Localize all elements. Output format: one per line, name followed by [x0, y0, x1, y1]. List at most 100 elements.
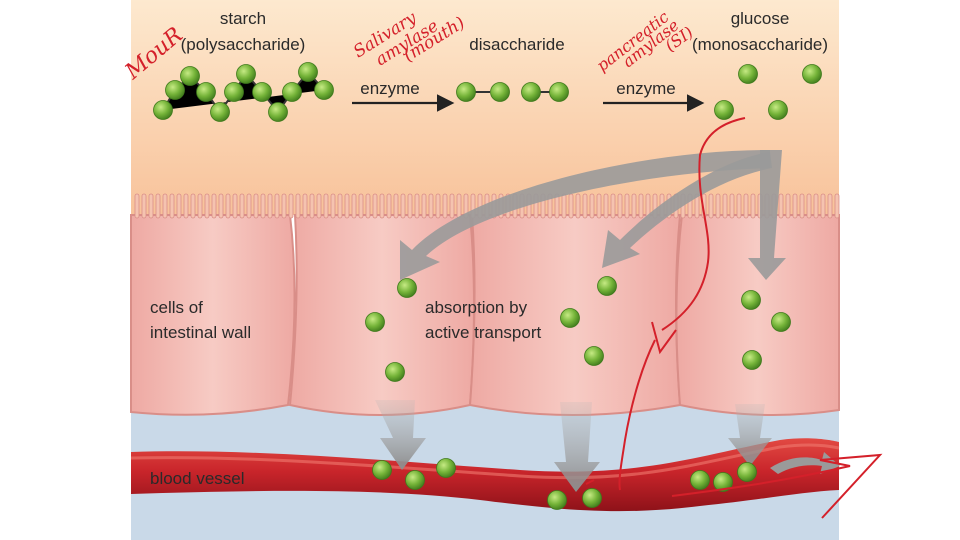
microvillus [442, 193, 448, 219]
microvillus [323, 193, 329, 219]
glucose-molecule [298, 62, 318, 82]
microvillus [456, 193, 462, 219]
microvillus [176, 193, 182, 219]
absorption-label-line2: active transport [425, 323, 541, 342]
microvillus [715, 193, 721, 219]
microvillus [820, 193, 826, 219]
microvillus [589, 193, 595, 219]
microvillus [316, 193, 322, 219]
intestinal-cell [130, 214, 296, 416]
microvillus [722, 193, 728, 219]
glucose-molecule [153, 100, 173, 120]
microvillus [211, 193, 217, 219]
microvillus [134, 193, 140, 219]
microvillus [155, 193, 161, 219]
arrow-along-vessel [770, 452, 840, 474]
microvillus [225, 193, 231, 219]
microvillus [743, 193, 749, 219]
microvillus [232, 193, 238, 219]
glucose-molecule [372, 460, 392, 480]
starch-sub-label: (polysaccharide) [181, 35, 306, 54]
glucose-molecule [597, 276, 617, 296]
glucose-molecule [436, 458, 456, 478]
arrow-cell3-to-vessel [728, 404, 772, 466]
microvillus [302, 193, 308, 219]
microvillus [638, 193, 644, 219]
glucose-molecule [738, 64, 758, 84]
glucose-molecule [771, 312, 791, 332]
red-arrowhead [651, 321, 677, 355]
glucose-molecule [252, 82, 272, 102]
microvillus [603, 193, 609, 219]
glucose-molecule [282, 82, 302, 102]
microvillus [148, 193, 154, 219]
glucose-molecule [768, 100, 788, 120]
glucose-molecule [549, 82, 569, 102]
cells-label-line1: cells of [150, 298, 203, 317]
microvillus [736, 193, 742, 219]
microvillus [624, 193, 630, 219]
microvillus [288, 193, 294, 219]
microvillus [183, 193, 189, 219]
glucose-molecule [690, 470, 710, 490]
microvillus [435, 193, 441, 219]
glucose-molecule [490, 82, 510, 102]
red-tick [585, 479, 595, 485]
glucose-molecule [560, 308, 580, 328]
microvillus [813, 193, 819, 219]
glucose-molecule [584, 346, 604, 366]
red-to-blood-stroke [618, 339, 656, 491]
microvillus [274, 193, 280, 219]
microvillus [575, 193, 581, 219]
glucose-molecule [236, 64, 256, 84]
microvillus [386, 193, 392, 219]
arrow-to-cell-3 [748, 150, 786, 280]
glucose-molecule [737, 462, 757, 482]
glucose-molecule [397, 278, 417, 298]
microvillus [561, 193, 567, 219]
microvillus [610, 193, 616, 219]
glucose-molecule [196, 82, 216, 102]
glucose-molecule [741, 290, 761, 310]
microvillus [197, 193, 203, 219]
arrow-to-cell-2 [602, 152, 772, 268]
glucose-sub-label: (monosaccharide) [692, 35, 828, 54]
glucose-molecule [521, 82, 541, 102]
microvillus [617, 193, 623, 219]
microvillus [204, 193, 210, 219]
red-vessel-arrow [671, 453, 883, 519]
microvillus [372, 193, 378, 219]
microvillus [449, 193, 455, 219]
glucose-molecule [582, 488, 602, 508]
glucose-molecule [713, 472, 733, 492]
microvillus [596, 193, 602, 219]
glucose-molecule [180, 66, 200, 86]
microvillus [729, 193, 735, 219]
glucose-molecule [165, 80, 185, 100]
microvillus [631, 193, 637, 219]
microvillus [344, 193, 350, 219]
microvillus [400, 193, 406, 219]
microvillus [281, 193, 287, 219]
microvillus [792, 193, 798, 219]
disaccharide-label: disaccharide [469, 35, 564, 54]
glucose-molecule [210, 102, 230, 122]
blood-vessel-label: blood vessel [150, 469, 245, 488]
microvillus [568, 193, 574, 219]
microvillus [358, 193, 364, 219]
glucose-molecule [314, 80, 334, 100]
microvillus [750, 193, 756, 219]
microvillus [218, 193, 224, 219]
arrow-cell2-to-vessel [554, 402, 600, 492]
microvillus [834, 193, 840, 219]
microvillus [239, 193, 245, 219]
red-absorption-stroke [661, 117, 746, 331]
microvillus [351, 193, 357, 219]
glucose-molecule [742, 350, 762, 370]
glucose-molecule [456, 82, 476, 102]
glucose-molecule [365, 312, 385, 332]
microvillus [253, 193, 259, 219]
arrow-cell1-to-vessel [375, 400, 426, 470]
microvillus [806, 193, 812, 219]
microvillus [190, 193, 196, 219]
